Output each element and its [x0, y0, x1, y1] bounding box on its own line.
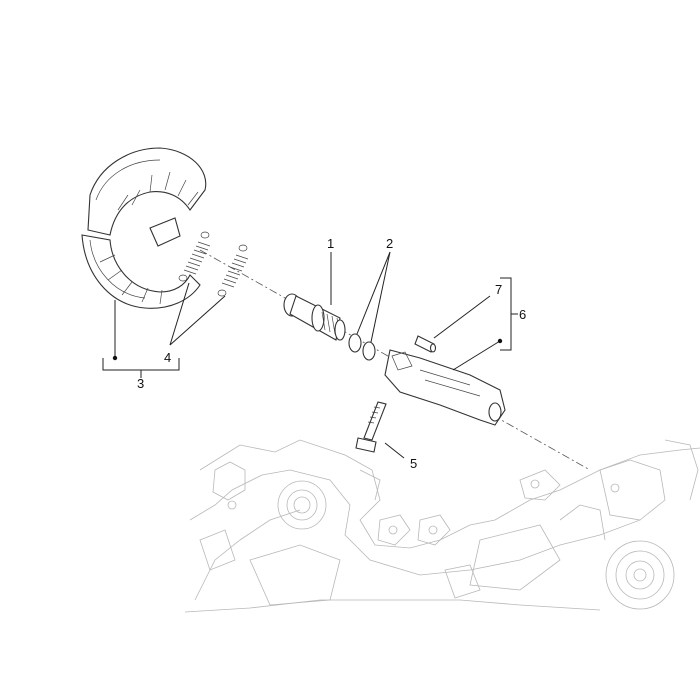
- callout-2: 2: [386, 236, 393, 251]
- callout-3: 3: [137, 376, 144, 391]
- leader-7: [433, 295, 491, 339]
- leader-4a: [169, 282, 190, 346]
- bolt-part: [355, 401, 387, 453]
- callout-labels: 1 2 3 4 5 6 7: [137, 236, 526, 471]
- leader-4b: [169, 295, 226, 346]
- brake-shoes-part: [81, 147, 207, 309]
- leader-5: [384, 442, 405, 459]
- spring-left: [178, 231, 211, 282]
- leader-2b: [370, 251, 391, 343]
- assembly-axis-line: [199, 249, 591, 471]
- callout-4: 4: [164, 350, 171, 365]
- leader-2a: [356, 251, 391, 335]
- callout-6: 6: [519, 307, 526, 322]
- o-rings-part: [348, 333, 376, 361]
- springs-part: [178, 231, 249, 297]
- cam-shaft-part: [283, 293, 346, 341]
- callout-5: 5: [410, 456, 417, 471]
- brake-lever-part: [384, 349, 506, 426]
- leader-3-dot: [112, 355, 118, 361]
- spring-right: [217, 244, 249, 297]
- pin-part: [414, 335, 437, 353]
- engine-crankcase: [184, 439, 700, 613]
- callout-leaders: [102, 251, 518, 459]
- callout-1: 1: [327, 236, 334, 251]
- callout-7: 7: [495, 282, 502, 297]
- leader-6-to-part: [452, 340, 501, 371]
- leader-6-dot: [497, 338, 503, 344]
